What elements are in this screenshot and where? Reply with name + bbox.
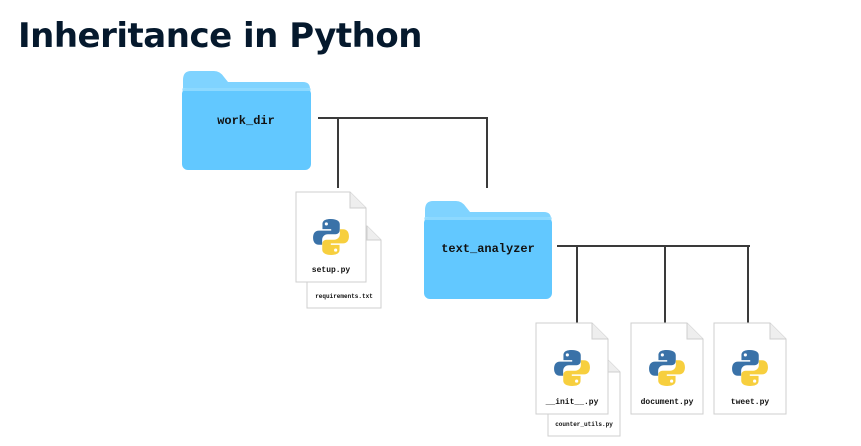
folder-label: work_dir (217, 114, 275, 128)
connector-workdir-to-textanalyzer (318, 117, 488, 188)
file-tweet-py[interactable]: tweet.py (713, 322, 787, 415)
file-label: setup.py (312, 266, 351, 275)
file-label: tweet.py (731, 398, 770, 407)
page-title: Inheritance in Python (18, 16, 422, 56)
file-init-py[interactable]: __init__.py (535, 322, 609, 415)
tree-connectors (318, 117, 750, 323)
file-label: requirements.txt (315, 293, 373, 300)
folder-label: text_analyzer (441, 242, 535, 256)
file-document-py[interactable]: document.py (630, 322, 704, 415)
file-label: counter_utils.py (555, 421, 613, 428)
file-label: document.py (641, 398, 694, 407)
file-label: __init__.py (545, 398, 599, 407)
folder-work-dir[interactable]: work_dir (182, 71, 311, 170)
folder-text-analyzer[interactable]: text_analyzer (424, 201, 552, 299)
file-setup-py[interactable]: setup.py (295, 191, 367, 283)
